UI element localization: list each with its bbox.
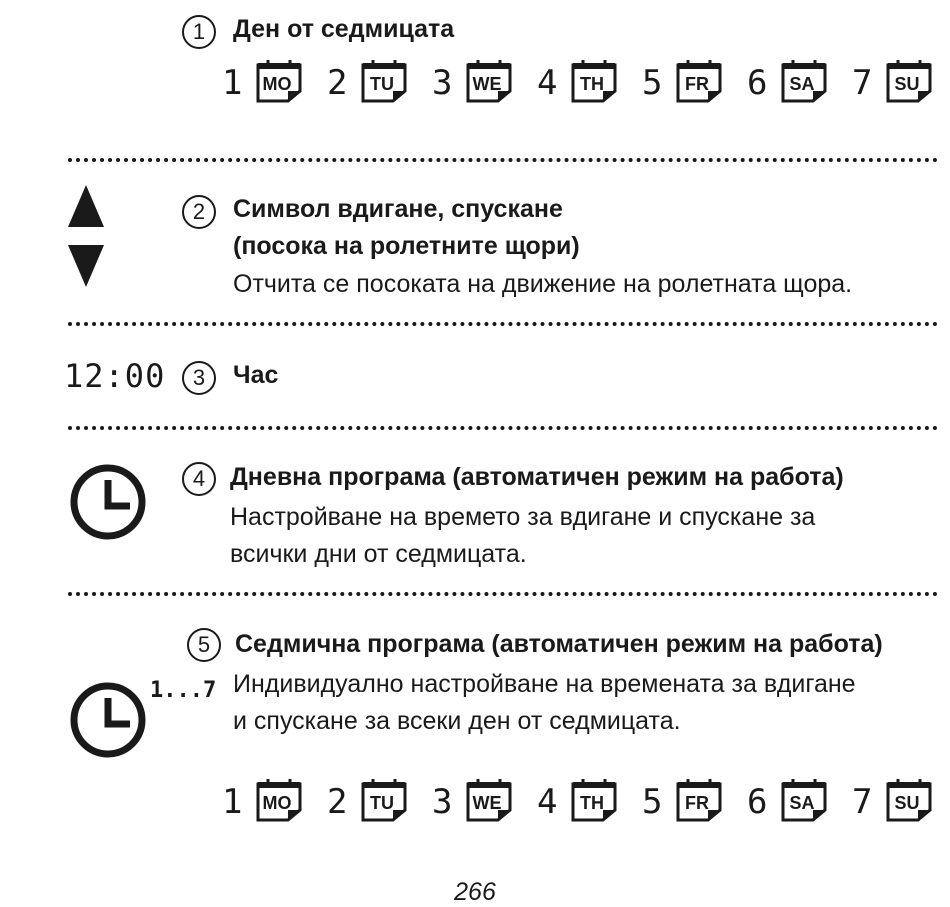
- calendar-icon: TH: [571, 779, 617, 822]
- section-3-number: 3: [182, 361, 216, 395]
- weekday-row-bottom: 1 MO 2 TU 3 WE 4 TH 5 FR 6 SA 7 SU: [222, 776, 942, 830]
- weekday-number: 3: [432, 63, 453, 103]
- dotted-separator: [68, 158, 938, 162]
- weekday-number: 5: [642, 63, 663, 103]
- clock-icon: [70, 682, 146, 758]
- section-3-title: Час: [233, 361, 279, 389]
- calendar-icon: SU: [886, 779, 932, 822]
- weekday-abbr: TH: [580, 74, 604, 94]
- weekday-number: 6: [747, 63, 768, 103]
- section-5-text-line1: Индивидуално настройване на времената за…: [233, 670, 856, 698]
- weekday-abbr: TU: [370, 793, 394, 813]
- section-4-text-line1: Настройване на времето за вдигане и спус…: [230, 503, 816, 531]
- weekday-number: 3: [432, 782, 453, 822]
- weekday-number: 1: [222, 782, 243, 822]
- section-5-text-line2: и спускане за всеки ден от седмицата.: [233, 707, 681, 735]
- calendar-icon: MO: [256, 60, 302, 103]
- weekday-number: 2: [327, 63, 348, 103]
- calendar-icon: SA: [781, 779, 827, 822]
- weekday-number: 4: [537, 63, 558, 103]
- section-4-text-line2: всички дни от седмицата.: [230, 540, 527, 568]
- weekday-number: 1: [222, 63, 243, 103]
- clock-icon: [70, 464, 146, 540]
- dotted-separator: [68, 592, 938, 596]
- weekday-abbr: WE: [473, 74, 502, 94]
- weekday-abbr: SU: [894, 793, 919, 813]
- weekday-abbr: FR: [685, 793, 709, 813]
- page-number: 266: [454, 878, 496, 906]
- weekday-number: 7: [852, 782, 873, 822]
- section-5-title: Седмична програма (автоматичен режим на …: [235, 630, 883, 658]
- calendar-icon: SA: [781, 60, 827, 103]
- weekday-number: 5: [642, 782, 663, 822]
- weekday-abbr: SA: [789, 793, 814, 813]
- calendar-icon: TU: [361, 60, 407, 103]
- weekday-abbr: SU: [894, 74, 919, 94]
- time-display: 12:00: [64, 357, 166, 395]
- calendar-icon: TH: [571, 60, 617, 103]
- calendar-icon: TU: [361, 779, 407, 822]
- section-1-title: Ден от седмицата: [233, 15, 455, 43]
- weekday-number: 4: [537, 782, 558, 822]
- dotted-separator: [68, 426, 938, 430]
- section-2-title-line1: Символ вдигане, спускане: [233, 195, 563, 223]
- day-range-badge: 1...7: [150, 678, 217, 703]
- weekday-abbr: TH: [580, 793, 604, 813]
- section-4-title: Дневна програма (автоматичен режим на ра…: [230, 463, 844, 491]
- weekday-number: 7: [852, 63, 873, 103]
- section-4-number: 4: [182, 462, 216, 496]
- calendar-icon: MO: [256, 779, 302, 822]
- section-5-number: 5: [187, 628, 221, 662]
- weekday-abbr: FR: [685, 74, 709, 94]
- weekday-number: 2: [327, 782, 348, 822]
- calendar-icon: WE: [466, 779, 512, 822]
- weekday-abbr: MO: [263, 74, 292, 94]
- weekday-number: 6: [747, 782, 768, 822]
- calendar-icon: WE: [466, 60, 512, 103]
- up-down-arrows-icon: [68, 185, 104, 287]
- weekday-abbr: SA: [789, 74, 814, 94]
- section-2-number: 2: [182, 195, 216, 229]
- section-2-text: Отчита се посоката на движение на ролетн…: [233, 270, 853, 298]
- section-2-title-line2: (посока на ролетните щори): [233, 232, 580, 260]
- weekday-abbr: MO: [263, 793, 292, 813]
- section-1-number: 1: [182, 15, 216, 49]
- calendar-icon: FR: [676, 60, 722, 103]
- calendar-icon: SU: [886, 60, 932, 103]
- weekday-row-top: 1 MO 2 TU 3 WE 4 TH 5 FR 6 SA 7 SU: [222, 57, 942, 111]
- calendar-icon: FR: [676, 779, 722, 822]
- weekday-abbr: TU: [370, 74, 394, 94]
- dotted-separator: [68, 322, 938, 326]
- weekday-abbr: WE: [473, 793, 502, 813]
